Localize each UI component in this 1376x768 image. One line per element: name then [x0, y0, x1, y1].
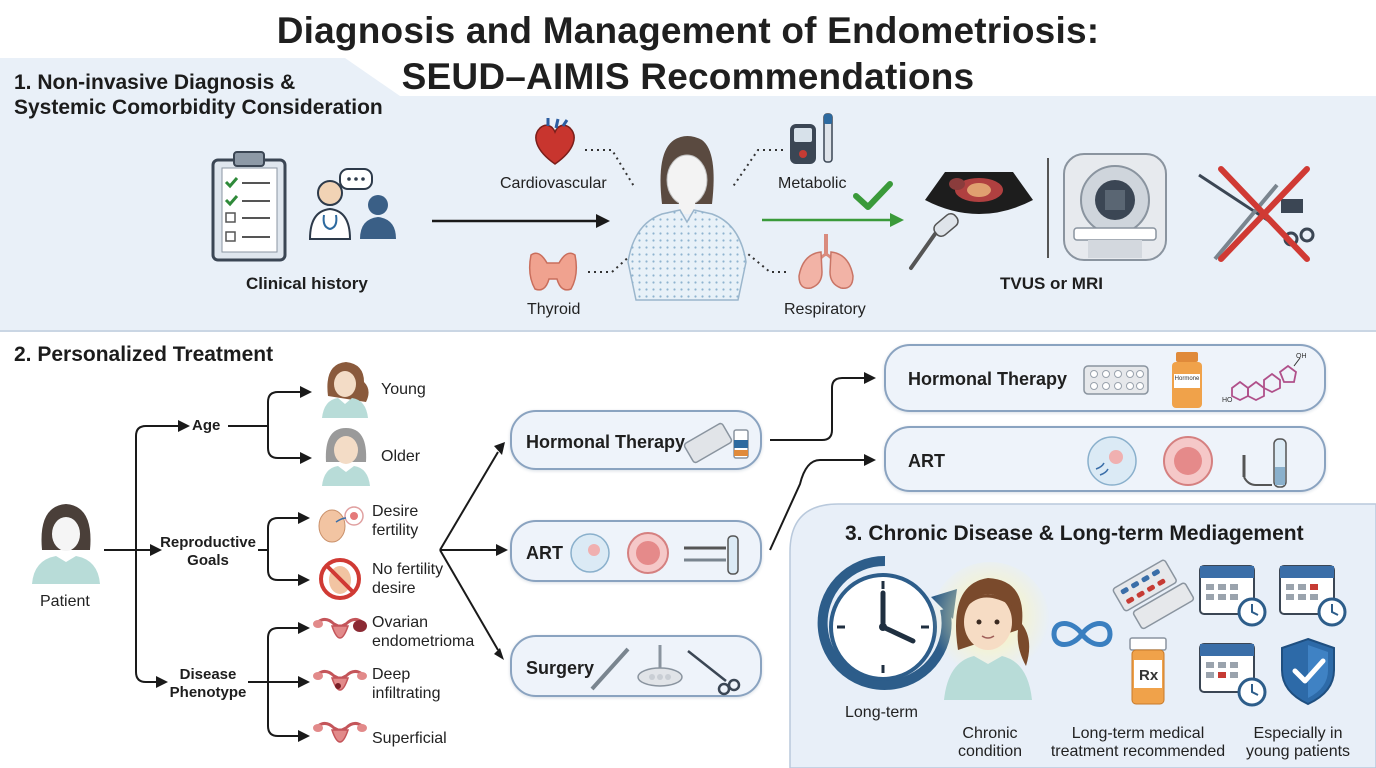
respiratory-label: Respiratory [784, 301, 866, 318]
clinical-history-label: Clinical history [246, 274, 368, 293]
reproductive-goals-label-line2: Goals [187, 552, 229, 569]
no-fertility-line1: No fertility [372, 561, 444, 578]
prescription-bottle-icon: Rx [1129, 637, 1167, 705]
treatment-surgery-label: Surgery [526, 658, 595, 678]
desire-fertility-line1: Desire [372, 503, 419, 520]
pill-blister-icon [683, 422, 749, 464]
treatment-surgery-pill: Surgery [510, 635, 762, 697]
hormone-bottle-icon [1172, 352, 1202, 408]
imaging-label: TVUS or MRI [1000, 274, 1103, 293]
outcome-hormonal-label: Hormonal Therapy [908, 369, 1068, 389]
section2-heading: 2. Personalized Treatment [14, 343, 274, 366]
superficial-label: Superficial [372, 730, 447, 747]
patient-icon [32, 504, 100, 584]
young-patient-icon [930, 562, 1050, 700]
arrow-history-to-patient [432, 214, 610, 228]
section1-heading-line2: Systemic Comorbidity Consideration [14, 96, 383, 119]
hormone-bottle-label: Hormone [1174, 376, 1200, 382]
ovarian-line2: endometrioma [372, 633, 475, 650]
desire-fertility-line2: fertility [372, 522, 419, 539]
young-patients-line1: Especially in [1253, 725, 1343, 742]
treatment-art-label: ART [526, 543, 563, 563]
thyroid-icon [528, 252, 578, 291]
main-title-line1: Diagnosis and Management of Endometriosi… [276, 10, 1100, 51]
surgical-tools-icon [590, 645, 741, 696]
treatment-hormonal-pill: Hormonal Therapy [510, 410, 762, 470]
lab-tubes-icon [1242, 438, 1287, 488]
disease-phenotype-label-line2: Phenotype [169, 684, 247, 701]
older-woman-icon [322, 428, 370, 486]
section3-heading: 3. Chronic Disease & Long-term Mediageme… [845, 522, 1304, 545]
steroid-molecule-icon: OH HO [1222, 353, 1307, 404]
uterus-superficial-icon [313, 721, 367, 743]
thyroid-label: Thyroid [527, 301, 581, 318]
check-icon [853, 181, 893, 210]
art-procedure-icon [570, 532, 739, 575]
medication-packs-icon [1112, 559, 1195, 630]
mri-scanner-icon [1063, 153, 1167, 261]
disease-phenotype-label-line1: Disease [179, 666, 237, 683]
treatment-art-pill: ART [510, 520, 762, 582]
consultation-icon [308, 168, 396, 240]
egg-cell-icon [1087, 436, 1137, 486]
patient-gown-figure [627, 136, 747, 301]
calendar-icon-2 [1279, 565, 1347, 627]
medical-line2: treatment recommended [1050, 743, 1226, 760]
heart-icon [535, 118, 575, 165]
section1-heading-line1: 1. Non-invasive Diagnosis & [14, 71, 296, 94]
treatment-hormonal-label: Hormonal Therapy [526, 432, 686, 452]
reproductive-goals-label-line1: Reproductive [160, 534, 256, 551]
patient-label: Patient [40, 593, 90, 610]
pill-pack-icon [1083, 365, 1149, 395]
comorbidity-connectors [585, 149, 786, 273]
embryo-icon [1163, 436, 1213, 486]
long-term-label: Long-term [845, 704, 918, 721]
calendar-icon-1 [1199, 565, 1267, 627]
ovarian-line1: Ovarian [372, 614, 429, 631]
outcome-art-pill: ART [884, 426, 1326, 492]
medical-line1: Long-term medical [1071, 725, 1205, 742]
glucose-meter-icon [790, 113, 833, 164]
deep-line1: Deep [372, 666, 411, 683]
no-fertility-line2: desire [372, 580, 416, 597]
ultrasound-icon [909, 172, 1033, 270]
svg-text:Rx: Rx [1139, 667, 1159, 684]
chronic-line1: Chronic [962, 725, 1018, 742]
svg-text:OH: OH [1296, 353, 1307, 360]
young-woman-icon [322, 362, 369, 418]
metabolic-label: Metabolic [778, 175, 847, 192]
uterus-deep-icon [313, 669, 367, 691]
svg-text:HO: HO [1222, 397, 1233, 404]
outcome-art-label: ART [908, 451, 945, 471]
shield-check-icon [1281, 637, 1335, 706]
divider-line [1047, 158, 1049, 258]
infinity-icon [1051, 621, 1113, 647]
main-title-line2: SEUD–AIMIS Recommendations [401, 56, 975, 97]
fertility-desire-icon [318, 506, 364, 543]
deep-line2: infiltrating [372, 685, 441, 702]
chronic-line2: condition [957, 743, 1023, 760]
age-label: Age [192, 417, 221, 434]
young-label: Young [381, 381, 426, 398]
outcome-hormonal-pill: Hormonal Therapy Hormone OH HO [884, 344, 1326, 412]
young-patients-line2: young patients [1245, 743, 1351, 760]
arrow-patient-to-imaging [762, 213, 904, 227]
lungs-icon [798, 234, 854, 289]
cardiovascular-label: Cardiovascular [500, 175, 607, 192]
calendar-icon-3 [1199, 643, 1267, 707]
older-label: Older [381, 448, 421, 465]
uterus-ovarian-icon [313, 617, 367, 639]
clipboard-icon [211, 151, 287, 262]
no-surgery-icon [1198, 166, 1315, 262]
no-fertility-icon [319, 558, 361, 600]
